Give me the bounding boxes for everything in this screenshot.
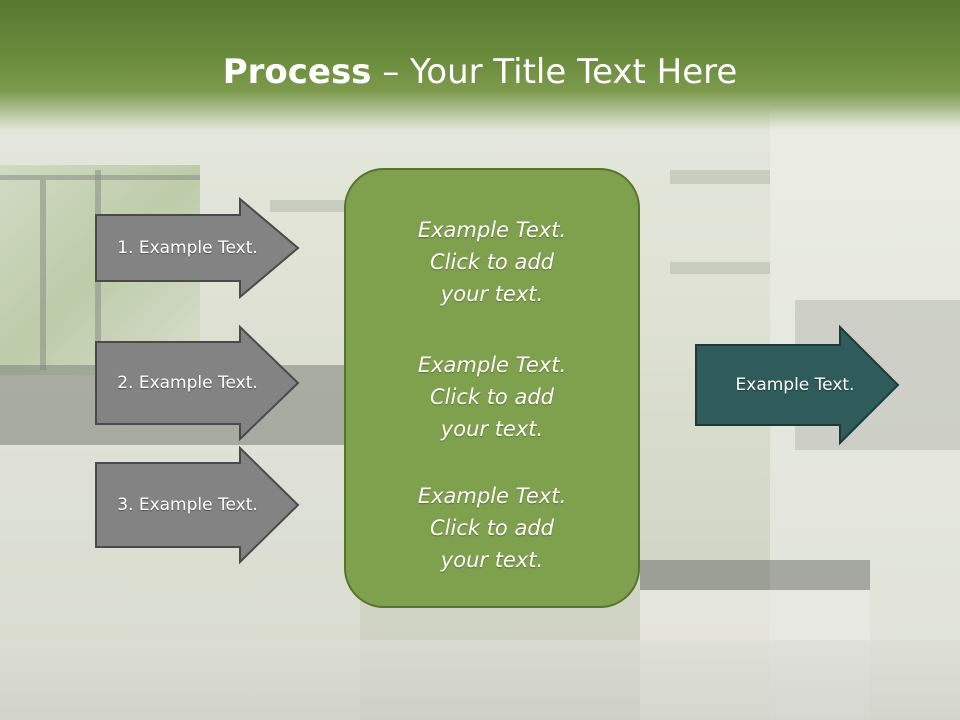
title-rest: – Your Title Text Here: [371, 52, 738, 92]
arrow-shape: [95, 196, 300, 300]
center-item: Example Text. Click to add your text.: [346, 214, 638, 310]
center-item: Example Text. Click to add your text.: [346, 480, 638, 576]
item-line: Click to add: [429, 250, 554, 274]
center-content-box[interactable]: Example Text. Click to add your text. Ex…: [344, 168, 640, 608]
slide-title: Process – Your Title Text Here: [0, 52, 960, 92]
item-line: Example Text.: [417, 218, 567, 242]
item-line: your text.: [440, 417, 544, 441]
step-label: 3. Example Text.: [117, 495, 258, 515]
step-label: 2. Example Text.: [117, 373, 258, 393]
step-arrow-2[interactable]: 2. Example Text.: [95, 324, 300, 442]
arrow-shape: [95, 445, 300, 565]
title-band: [0, 0, 960, 130]
item-line: Example Text.: [417, 353, 567, 377]
item-line: Click to add: [429, 385, 554, 409]
arrow-shape: [95, 324, 300, 442]
step-arrow-3[interactable]: 3. Example Text.: [95, 445, 300, 565]
arrow-shape: [695, 324, 900, 446]
center-item: Example Text. Click to add your text.: [346, 349, 638, 445]
item-line: your text.: [440, 282, 544, 306]
item-line: Click to add: [429, 516, 554, 540]
item-line: your text.: [440, 548, 544, 572]
title-bold: Process: [222, 52, 372, 92]
step-label: 1. Example Text.: [117, 238, 258, 258]
result-label: Example Text.: [735, 375, 855, 395]
item-line: Example Text.: [417, 484, 567, 508]
result-arrow[interactable]: Example Text.: [695, 324, 900, 446]
step-arrow-1[interactable]: 1. Example Text.: [95, 196, 300, 300]
